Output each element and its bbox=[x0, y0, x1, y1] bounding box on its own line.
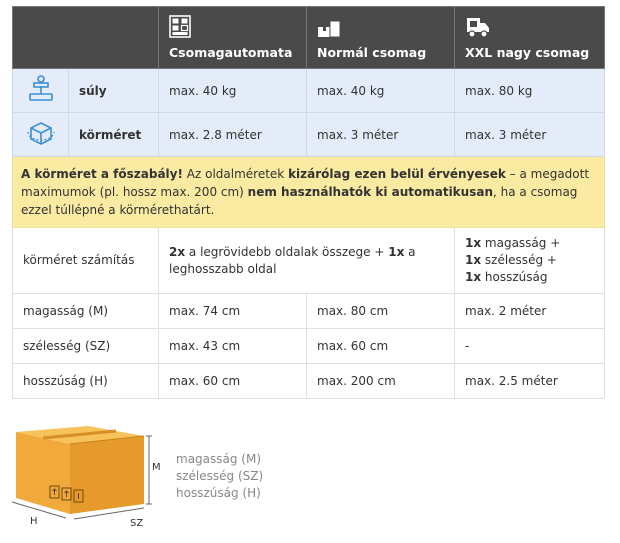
weight-label: súly bbox=[68, 68, 159, 113]
width-xxl: - bbox=[454, 328, 605, 364]
length-label: hosszúság (H) bbox=[12, 363, 159, 399]
notice-text-4: , ha a csomag ezzel túllépné a körméreth… bbox=[21, 185, 578, 217]
weight-csomagautomata: max. 40 kg bbox=[158, 68, 307, 113]
calc-xxl-text-3: hosszúság bbox=[481, 270, 548, 284]
locker-icon bbox=[169, 15, 191, 38]
notice-text: A körméret a főszabály! Az oldalméretek … bbox=[12, 156, 605, 228]
cardboard-box-icon: M H SZ bbox=[11, 426, 161, 529]
weight-row: súly max. 40 kg max. 40 kg max. 80 kg bbox=[12, 68, 605, 113]
header-xxl: XXL nagy csomag bbox=[454, 6, 605, 69]
notice-emphasis-1: A körméret a főszabály! bbox=[21, 167, 183, 181]
height-csomagautomata: max. 74 cm bbox=[158, 293, 307, 329]
calc-xxl-factor-1: 1x bbox=[465, 236, 482, 250]
girth-csomagautomata: max. 2.8 méter bbox=[158, 112, 307, 157]
weight-icon-cell bbox=[12, 68, 69, 113]
height-normal: max. 80 cm bbox=[306, 293, 455, 329]
dimension-legend: magasság (M) szélesség (SZ) hosszúság (H… bbox=[176, 451, 263, 502]
girth-label: körméret bbox=[68, 112, 159, 157]
legend-width: szélesség (SZ) bbox=[176, 469, 264, 483]
calc-std-factor-2: 1x bbox=[388, 244, 405, 259]
length-row: hosszúság (H) max. 60 cm max. 200 cm max… bbox=[12, 363, 605, 399]
calc-std-text-2: a leghosszabb oldal bbox=[169, 244, 416, 276]
calc-xxl-text-1: magasság + bbox=[481, 236, 561, 250]
height-xxl: max. 2 méter bbox=[454, 293, 605, 329]
width-label: szélesség (SZ) bbox=[12, 328, 159, 364]
calc-xxl-text-2: szélesség + bbox=[481, 253, 557, 267]
length-normal: max. 200 cm bbox=[306, 363, 455, 399]
width-row: szélesség (SZ) max. 43 cm max. 60 cm - bbox=[12, 328, 605, 364]
scale-icon bbox=[28, 75, 53, 101]
width-normal: max. 60 cm bbox=[306, 328, 455, 364]
notice-row: A körméret a főszabály! Az oldalméretek … bbox=[12, 156, 605, 228]
weight-xxl: max. 80 kg bbox=[454, 68, 605, 113]
header-label-normal: Normál csomag bbox=[317, 45, 427, 60]
calc-std-factor-1: 2x bbox=[169, 244, 186, 259]
height-label: magasság (M) bbox=[12, 293, 159, 329]
girth-normal: max. 3 méter bbox=[306, 112, 455, 157]
truck-icon bbox=[467, 18, 489, 38]
weight-normal: max. 40 kg bbox=[306, 68, 455, 113]
header-label-xxl: XXL nagy csomag bbox=[465, 45, 590, 60]
girth-row: körméret max. 2.8 méter max. 3 méter max… bbox=[12, 112, 605, 157]
box-label-m: M bbox=[152, 462, 161, 473]
box-label-sz: SZ bbox=[130, 518, 143, 529]
header-label-csomagautomata: Csomagautomata bbox=[169, 45, 293, 60]
notice-text-3: – a megadott maximumok (pl. hossz max. 2… bbox=[21, 167, 590, 199]
girth-xxl: max. 3 méter bbox=[454, 112, 605, 157]
table-header-row: Csomagautomata Normál csomag XXL nagy cs… bbox=[12, 6, 605, 69]
length-xxl: max. 2.5 méter bbox=[454, 363, 605, 399]
notice-emphasis-3: nem használhatók ki automatikusan bbox=[247, 185, 493, 199]
header-empty-cell bbox=[12, 6, 159, 69]
legend-length: hosszúság (H) bbox=[176, 486, 261, 500]
calc-label: körméret számítás bbox=[12, 227, 159, 294]
header-csomagautomata: Csomagautomata bbox=[158, 6, 307, 69]
height-row: magasság (M) max. 74 cm max. 80 cm max. … bbox=[12, 293, 605, 329]
box-3d-icon bbox=[26, 122, 55, 145]
girth-calculation-row: körméret számítás 2x a legrövidebb oldal… bbox=[12, 227, 605, 294]
calc-standard: 2x a legrövidebb oldalak összege + 1x a … bbox=[158, 227, 455, 294]
notice-text-2: Az oldalméretek bbox=[182, 167, 289, 181]
notice-emphasis-2: kizárólag ezen belül érvényesek bbox=[288, 167, 506, 181]
width-csomagautomata: max. 43 cm bbox=[158, 328, 307, 364]
legend-height: magasság (M) bbox=[176, 452, 262, 466]
calc-std-text-1: a legrövidebb oldalak összege + bbox=[185, 244, 389, 259]
box-label-h: H bbox=[30, 516, 38, 527]
calc-xxl: 1x magasság +1x szélesség +1x hosszúság bbox=[454, 227, 605, 294]
girth-icon-cell bbox=[12, 112, 69, 157]
package-icon bbox=[318, 20, 341, 38]
calc-xxl-factor-2: 1x bbox=[465, 253, 482, 267]
package-size-table: Csomagautomata Normál csomag XXL nagy cs… bbox=[12, 6, 605, 399]
length-csomagautomata: max. 60 cm bbox=[158, 363, 307, 399]
calc-xxl-factor-3: 1x bbox=[465, 270, 482, 284]
header-normal: Normál csomag bbox=[306, 6, 455, 69]
box-illustration: M H SZ bbox=[6, 418, 166, 536]
